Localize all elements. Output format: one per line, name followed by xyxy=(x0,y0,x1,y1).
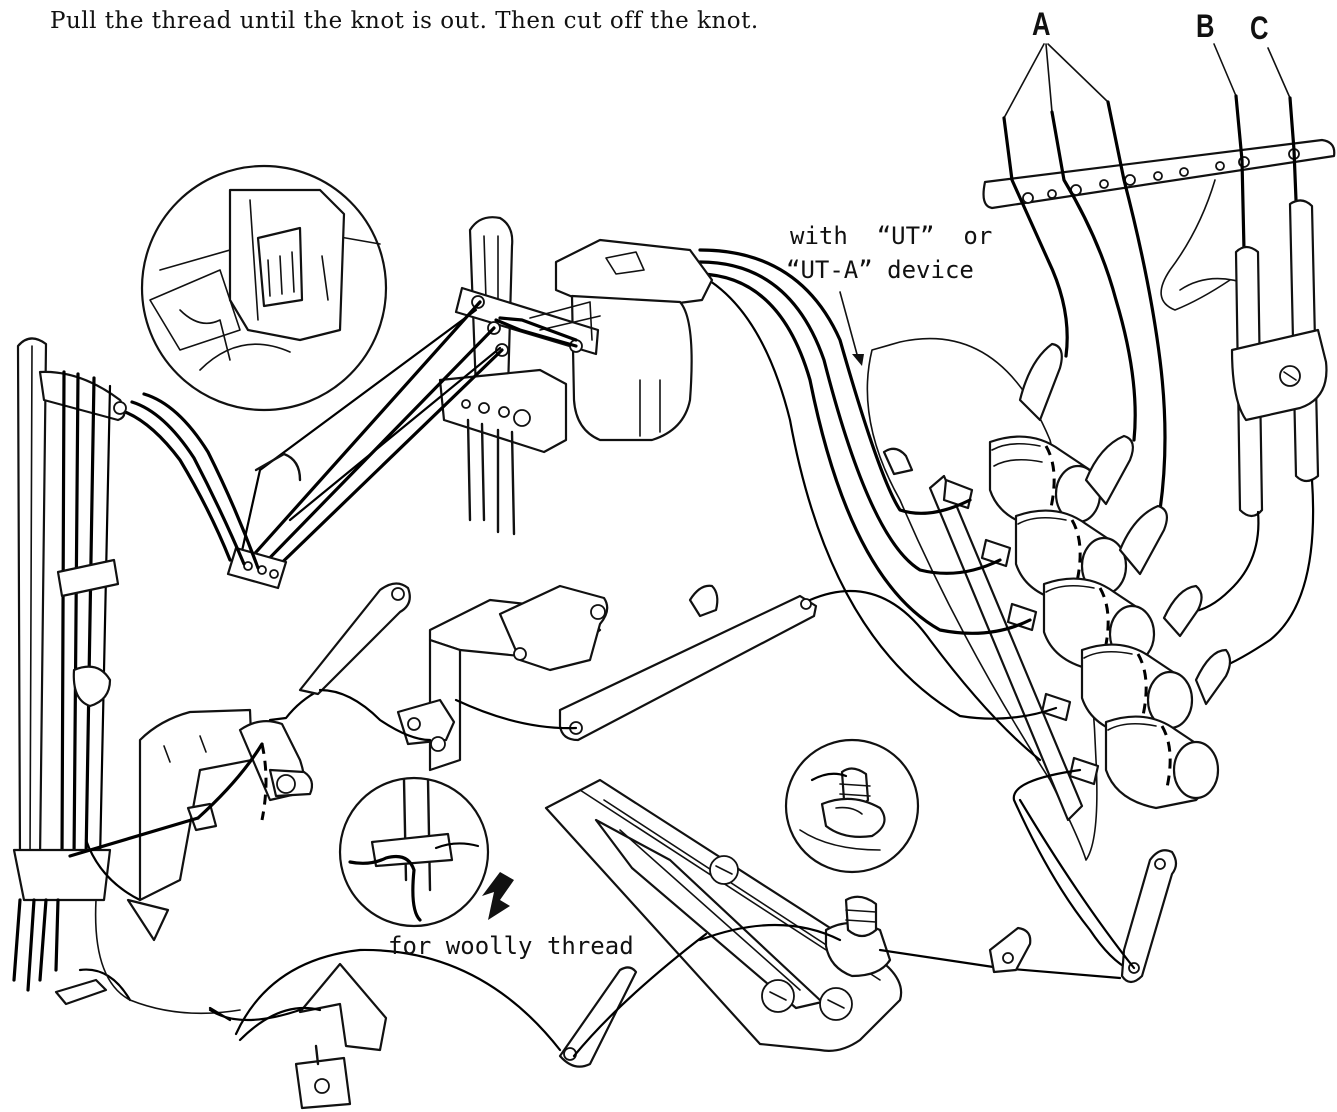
thread-guide-bar xyxy=(982,138,1336,311)
lower-looper xyxy=(208,932,708,1110)
instruction-text: Pull the thread until the knot is out. T… xyxy=(50,8,759,34)
lower-right-guide xyxy=(988,798,1178,984)
label-pointers xyxy=(1003,43,1291,119)
woolly-thread-note: for woolly thread xyxy=(388,932,634,960)
device-note-line1: with “UT” or xyxy=(790,222,993,250)
device-note-line2: “UT-A” device xyxy=(786,256,974,284)
presser-foot xyxy=(544,778,1122,1052)
needle-thread-guide xyxy=(118,392,302,590)
tension-threads xyxy=(688,248,1132,972)
lower-tension-inset xyxy=(784,738,920,874)
label-a: A xyxy=(1032,6,1051,42)
needle-bar xyxy=(12,337,241,1015)
top-threads xyxy=(1002,94,1298,512)
woolly-inset xyxy=(338,776,514,928)
upper-threads xyxy=(238,300,578,580)
label-b: B xyxy=(1196,8,1215,44)
looper-take-up xyxy=(298,582,1042,772)
thread-tubes xyxy=(1188,199,1328,670)
looper-guide-bracket xyxy=(68,688,322,902)
device-pointer xyxy=(839,291,864,366)
tension-assembly xyxy=(866,337,1232,861)
tension-inset xyxy=(140,164,388,412)
label-c: C xyxy=(1250,10,1269,46)
upper-guide-block xyxy=(438,216,714,536)
